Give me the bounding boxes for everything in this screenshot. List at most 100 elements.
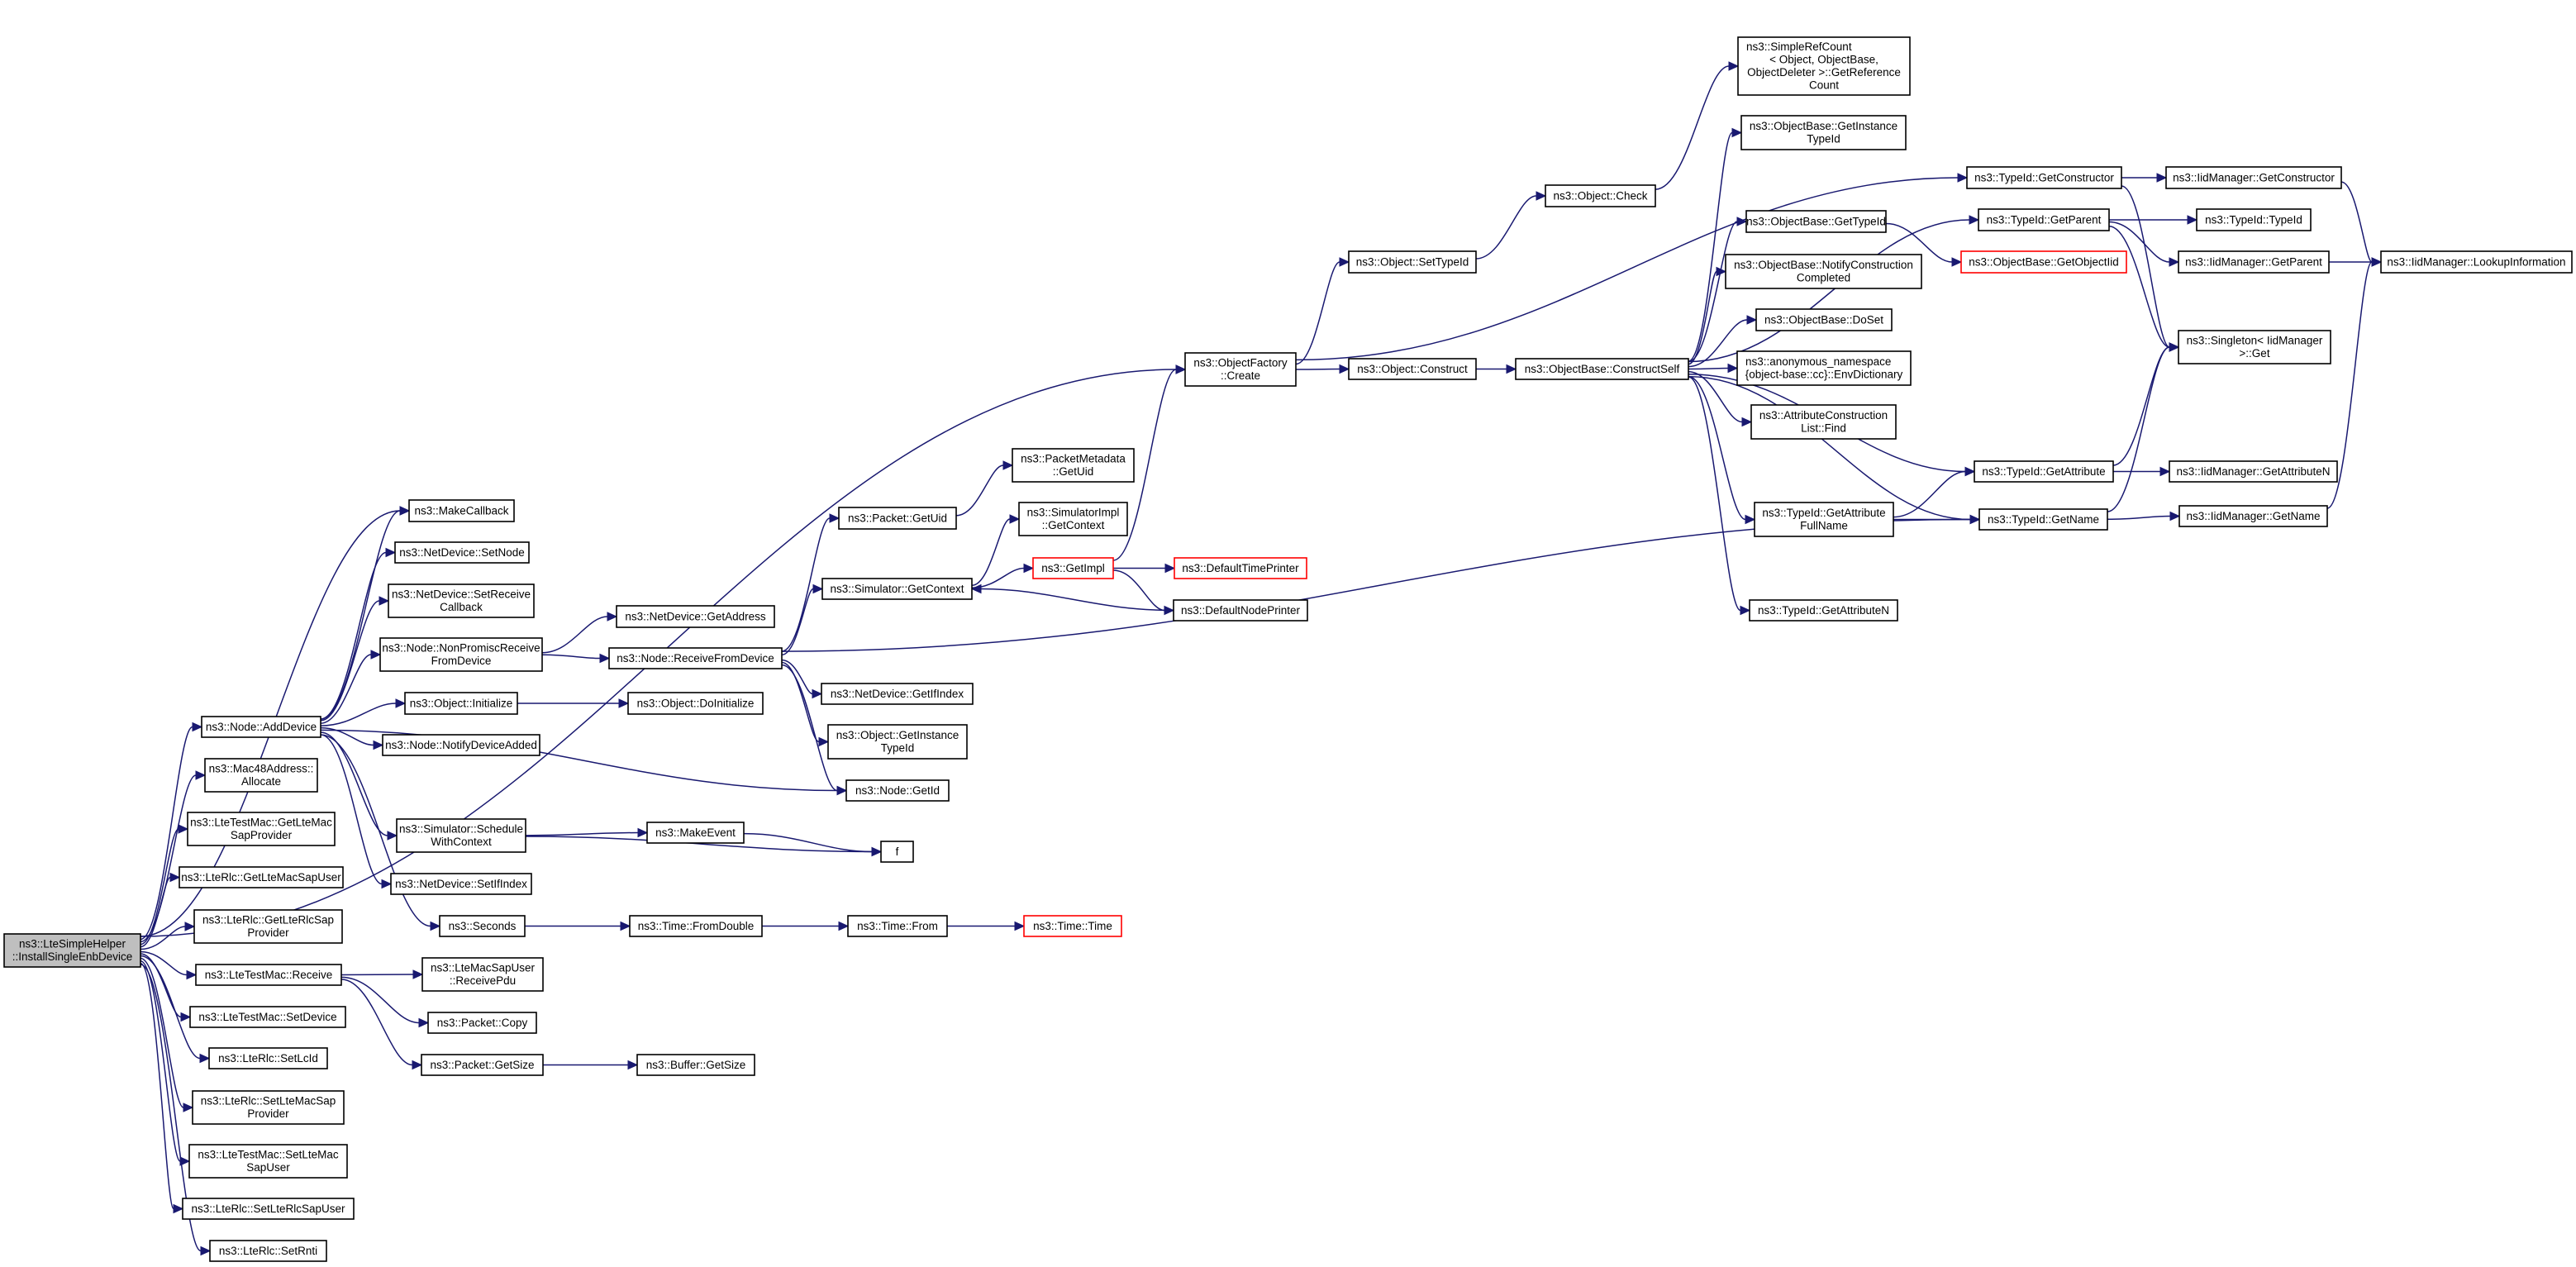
node-object-set-typeid[interactable]: ns3::Object::SetTypeId	[1348, 250, 1477, 274]
edge-line	[1893, 470, 1966, 518]
node-packet-copy[interactable]: ns3::Packet::Copy	[427, 1012, 537, 1034]
node-time-from[interactable]: ns3::Time::From	[847, 915, 948, 937]
arrowhead-icon	[1740, 605, 1751, 616]
node-typeid-get-parent[interactable]: ns3::TypeId::GetParent	[1978, 208, 2110, 231]
node-simple-ref-count[interactable]: ns3::SimpleRefCount< Object, ObjectBase,…	[1737, 36, 1911, 96]
node-buffer-get-size[interactable]: ns3::Buffer::GetSize	[636, 1054, 755, 1076]
node-seconds[interactable]: ns3::Seconds	[439, 915, 526, 937]
node-get-if-index[interactable]: ns3::NetDevice::GetIfIndex	[821, 683, 974, 705]
node-do-initialize[interactable]: ns3::Object::DoInitialize	[627, 692, 764, 715]
node-object-initialize[interactable]: ns3::Object::Initialize	[404, 692, 518, 715]
node-get-impl[interactable]: ns3::GetImpl	[1032, 557, 1114, 579]
node-typeid-get-constructor[interactable]: ns3::TypeId::GetConstructor	[1966, 166, 2122, 189]
node-box	[1545, 184, 1656, 207]
node-receive-pdu[interactable]: ns3::LteMacSapUser::ReceivePdu	[421, 957, 544, 992]
node-objectbase-get-typeid[interactable]: ns3::ObjectBase::GetTypeId	[1745, 210, 1887, 233]
node-label: ns3::GetImpl	[1041, 562, 1105, 574]
node-get-address[interactable]: ns3::NetDevice::GetAddress	[616, 605, 775, 628]
node-iid-get-attribute-n[interactable]: ns3::IidManager::GetAttributeN	[2169, 460, 2338, 483]
node-node-get-id[interactable]: ns3::Node::GetId	[845, 779, 950, 802]
node-label: ObjectDeleter >::GetReference	[1747, 66, 1901, 79]
node-label: ns3::Packet::GetSize	[430, 1059, 534, 1071]
edge-simulator-get-context-to-simulator-impl-get-context	[971, 514, 1021, 587]
node-typeid-typeid[interactable]: ns3::TypeId::TypeId	[2196, 208, 2312, 231]
edge-line	[320, 729, 838, 792]
node-iid-get-constructor[interactable]: ns3::IidManager::GetConstructor	[2165, 166, 2342, 189]
node-receive-from-device[interactable]: ns3::Node::ReceiveFromDevice	[608, 647, 783, 669]
node-get-object-iid[interactable]: ns3::ObjectBase::GetObjectIid	[1960, 250, 2127, 274]
node-typeid-get-attribute-n[interactable]: ns3::TypeId::GetAttributeN	[1749, 599, 1898, 622]
arrowhead-icon	[1506, 364, 1517, 374]
node-lte-test-mac-receive[interactable]: ns3::LteTestMac::Receive	[195, 964, 342, 986]
node-singleton-get[interactable]: ns3::Singleton< IidManager>::Get	[2178, 330, 2331, 364]
node-iid-get-name[interactable]: ns3::IidManager::GetName	[2178, 505, 2328, 527]
node-default-time-printer[interactable]: ns3::DefaultTimePrinter	[1174, 557, 1307, 579]
edge-construct-self-to-get-attribute-full-name	[1688, 375, 1756, 525]
node-lookup-information[interactable]: ns3::IidManager::LookupInformation	[2380, 250, 2573, 274]
nodes-layer: ns3::LteSimpleHelper::InstallSingleEnbDe…	[3, 36, 2573, 1262]
node-env-dictionary[interactable]: ns3::anonymous_namespace{object-base::cc…	[1736, 350, 1912, 386]
node-box	[382, 734, 540, 756]
node-label: ns3::IidManager::GetName	[2186, 510, 2320, 522]
edge-line	[140, 962, 174, 1210]
node-f[interactable]: f	[880, 841, 914, 863]
node-add-device[interactable]: ns3::Node::AddDevice	[201, 716, 321, 738]
node-set-node[interactable]: ns3::NetDevice::SetNode	[394, 541, 530, 564]
node-iid-get-parent[interactable]: ns3::IidManager::GetParent	[2178, 250, 2330, 274]
node-packet-metadata-get-uid[interactable]: ns3::PacketMetadata::GetUid	[1012, 448, 1135, 483]
edge-line	[140, 964, 202, 1252]
node-label: Allocate	[241, 775, 281, 788]
node-time-time[interactable]: ns3::Time::Time	[1023, 915, 1122, 937]
node-time-from-double[interactable]: ns3::Time::FromDouble	[629, 915, 763, 937]
node-label: ns3::MakeEvent	[655, 826, 736, 839]
node-set-device[interactable]: ns3::LteTestMac::SetDevice	[189, 1006, 346, 1028]
node-box	[2178, 505, 2328, 527]
node-make-callback[interactable]: ns3::MakeCallback	[408, 499, 515, 522]
node-notify-device-added[interactable]: ns3::Node::NotifyDeviceAdded	[382, 734, 540, 756]
node-box	[439, 915, 526, 937]
node-simulator-get-context[interactable]: ns3::Simulator::GetContext	[821, 578, 973, 600]
node-set-lcid[interactable]: ns3::LteRlc::SetLcId	[208, 1047, 328, 1069]
node-packet-get-uid[interactable]: ns3::Packet::GetUid	[838, 507, 957, 530]
node-typeid-get-name[interactable]: ns3::TypeId::GetName	[1978, 508, 2108, 531]
node-set-rnti[interactable]: ns3::LteRlc::SetRnti	[209, 1240, 327, 1262]
node-object-construct[interactable]: ns3::Object::Construct	[1348, 358, 1477, 380]
edge-line	[541, 616, 608, 654]
node-mac48-allocate[interactable]: ns3::Mac48Address::Allocate	[204, 758, 318, 793]
node-box	[880, 841, 914, 863]
node-label: ns3::NetDevice::GetAddress	[625, 610, 766, 622]
arrowhead-icon	[192, 722, 203, 732]
node-simulator-impl-get-context[interactable]: ns3::SimulatorImpl::GetContext	[1018, 502, 1128, 536]
node-set-lte-rlc-sap-user[interactable]: ns3::LteRlc::SetLteRlcSapUser	[182, 1198, 355, 1220]
node-root[interactable]: ns3::LteSimpleHelper::InstallSingleEnbDe…	[3, 933, 141, 968]
node-construct-self[interactable]: ns3::ObjectBase::ConstructSelf	[1515, 358, 1689, 380]
node-do-set[interactable]: ns3::ObjectBase::DoSet	[1755, 308, 1893, 331]
edge-line	[320, 734, 383, 885]
node-default-node-printer[interactable]: ns3::DefaultNodePrinter	[1173, 599, 1308, 622]
node-typeid-get-attribute[interactable]: ns3::TypeId::GetAttribute	[1974, 460, 2114, 483]
edge-packet-get-size-to-buffer-get-size	[543, 1060, 639, 1070]
node-make-event[interactable]: ns3::MakeEvent	[646, 822, 745, 844]
edge-root-to-set-lte-mac-sap-provider	[140, 957, 194, 1112]
node-packet-get-size[interactable]: ns3::Packet::GetSize	[421, 1054, 544, 1076]
node-object-factory-create[interactable]: ns3::ObjectFactory::Create	[1184, 352, 1297, 387]
node-set-if-index[interactable]: ns3::NetDevice::SetIfIndex	[390, 873, 532, 895]
node-get-lte-mac-sap-user[interactable]: ns3::LteRlc::GetLteMacSapUser	[179, 866, 344, 888]
edge-root-to-set-rnti	[140, 964, 212, 1256]
node-object-check[interactable]: ns3::Object::Check	[1545, 184, 1656, 207]
edge-line	[1295, 261, 1340, 365]
node-label: ns3::Simulator::GetContext	[830, 583, 964, 595]
node-box	[421, 957, 544, 992]
node-notify-construction-completed[interactable]: ns3::ObjectBase::NotifyConstructionCompl…	[1725, 254, 1922, 289]
